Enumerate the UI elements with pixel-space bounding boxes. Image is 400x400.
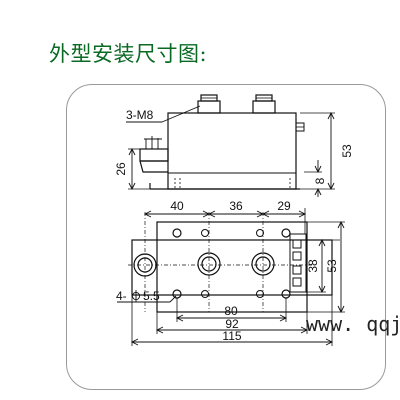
label-hole-spacing: 80: [224, 304, 238, 318]
side-connector: [139, 148, 169, 162]
mount-hole: [281, 228, 291, 238]
label-width-inner: 38: [306, 259, 320, 273]
mount-hole: [281, 289, 291, 299]
drawing-frame: [66, 84, 386, 390]
label-width-total: 53: [325, 259, 339, 273]
label-terminal-offset: 8: [313, 177, 327, 184]
module-body-side: [167, 112, 297, 190]
label-height-total: 53: [340, 144, 354, 158]
mount-hole: [172, 228, 182, 238]
label-screw: 3-M8: [126, 108, 154, 122]
top-view: [117, 208, 345, 346]
mount-hole: [172, 289, 182, 299]
label-base-height: 26: [114, 162, 128, 176]
page-title: 外型安装尺寸图:: [49, 42, 208, 66]
module-body-top: [156, 221, 308, 313]
side-view: [126, 94, 335, 197]
label-hole-dia: 5.5: [143, 289, 160, 303]
gate-connector: [289, 233, 307, 293]
label-pitch-b: 36: [229, 199, 243, 213]
label-total-length: 115: [222, 329, 241, 343]
watermark: www. qqj: [306, 312, 400, 336]
label-pitch-c: 29: [277, 199, 291, 213]
label-pitch-a: 40: [170, 199, 184, 213]
label-inner-length: 92: [225, 317, 239, 331]
label-mount-holes: 4-: [116, 289, 127, 303]
top-terminal-screw: [197, 94, 221, 114]
top-terminal-screw: [252, 94, 276, 114]
base-plate: [131, 239, 333, 296]
